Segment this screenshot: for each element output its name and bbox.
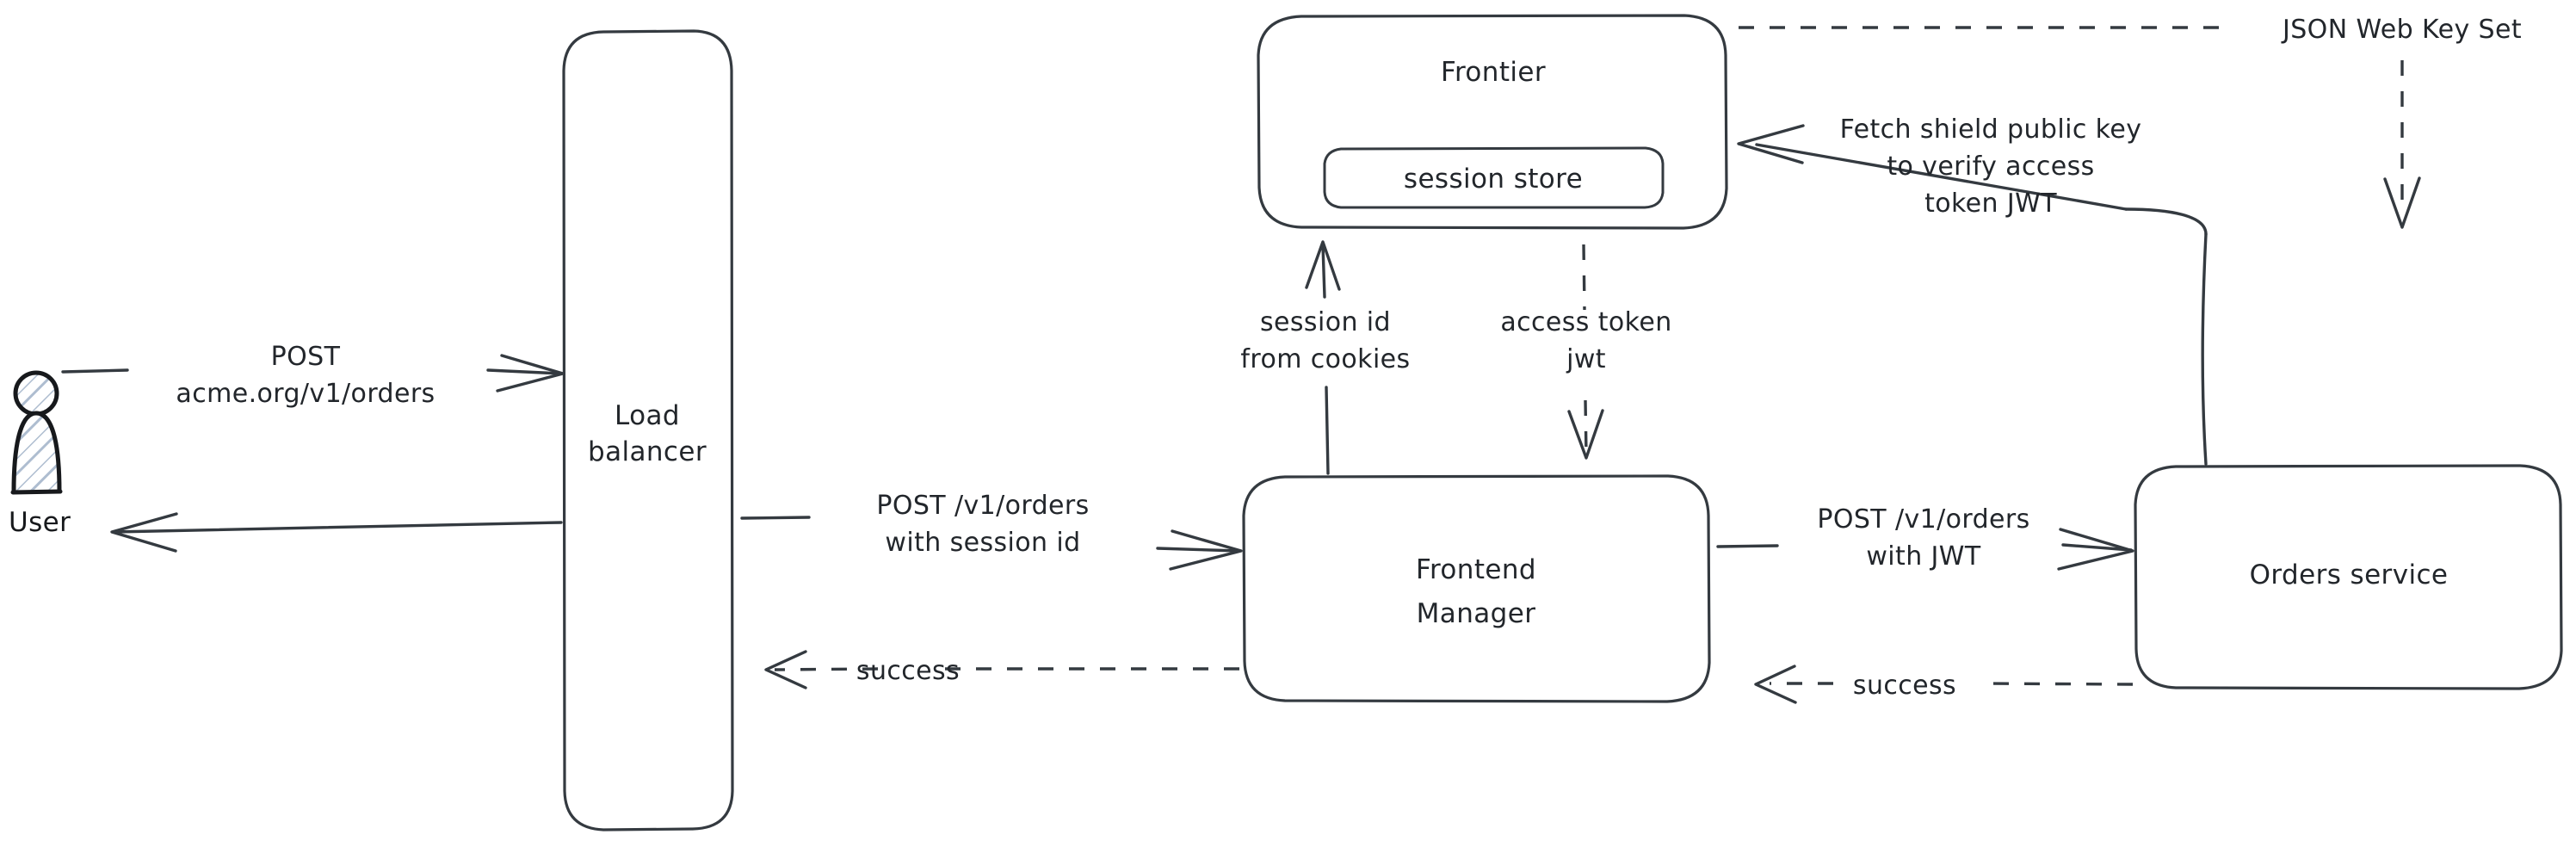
fm-to-lb-label: success xyxy=(856,656,960,686)
edge-user-to-load-balancer: POST acme.org/v1/orders xyxy=(61,342,565,409)
node-session-store[interactable]: session store xyxy=(1323,146,1665,209)
orders-to-fm-label: success xyxy=(1853,671,1956,701)
lb-to-fm-label-line2: with session id xyxy=(885,528,1080,558)
load-balancer-label-line1: Load xyxy=(615,400,680,431)
frontier-to-fm-line-top xyxy=(1582,244,1586,311)
orders-service-label: Orders service xyxy=(2250,560,2449,590)
user-to-lb-label-line2: acme.org/v1/orders xyxy=(176,379,435,409)
user-to-lb-line-stub xyxy=(61,368,129,374)
frontier-to-fm-arrowhead-icon xyxy=(1567,409,1604,460)
fm-to-frontier-line-bottom xyxy=(1325,386,1330,475)
user-to-lb-line-tail xyxy=(486,368,563,375)
orders-to-frontier-arrowhead-icon xyxy=(1737,124,1805,164)
orders-to-frontier-label-line1: Fetch shield public key xyxy=(1840,114,2142,145)
user-to-lb-arrowhead-icon xyxy=(496,354,565,393)
frontier-to-fm-label-line2: jwt xyxy=(1566,344,1606,374)
edge-orders-service-to-frontier: Fetch shield public key to verify access… xyxy=(1737,114,2208,466)
frontier-label: Frontier xyxy=(1441,57,1546,88)
edge-frontend-manager-to-frontier: session id from cookies xyxy=(1240,240,1410,475)
frontend-manager-label-line2: Manager xyxy=(1417,598,1536,629)
frontier-to-orders-arrowhead-icon xyxy=(2383,176,2421,229)
actor-user[interactable]: User xyxy=(9,370,71,538)
orders-to-fm-line-right xyxy=(1979,682,2134,686)
session-store-label: session store xyxy=(1404,164,1583,195)
frontend-manager-label-line1: Frontend xyxy=(1416,554,1536,585)
frontier-to-orders-label: JSON Web Key Set xyxy=(2281,15,2522,45)
session-store-shape xyxy=(1323,146,1665,209)
edge-frontend-manager-to-orders-service: POST /v1/orders with JWT xyxy=(1716,504,2134,572)
node-frontier[interactable]: Frontier session store xyxy=(1257,14,1728,230)
fm-to-orders-arrowhead-icon xyxy=(2057,528,2134,571)
user-to-lb-label-line1: POST xyxy=(271,342,341,372)
edge-load-balancer-to-user xyxy=(110,512,563,553)
edge-frontend-manager-to-load-balancer: success xyxy=(764,650,1239,689)
actor-user-label: User xyxy=(9,507,71,538)
orders-to-frontier-line-horizontal xyxy=(1755,143,2128,211)
orders-to-frontier-line-vertical xyxy=(2201,232,2208,466)
fm-to-orders-label-line2: with JWT xyxy=(1866,541,1980,572)
fm-to-orders-line-stub xyxy=(1716,544,1779,548)
lb-to-user-line xyxy=(112,521,563,534)
lb-to-fm-arrowhead-icon xyxy=(1169,529,1243,571)
orders-to-frontier-label-line2: to verify access xyxy=(1887,151,2094,182)
load-balancer-label-line2: balancer xyxy=(588,436,707,467)
lb-to-fm-label-line1: POST /v1/orders xyxy=(876,491,1089,521)
edge-orders-service-to-frontend-manager: success xyxy=(1754,665,2134,704)
edge-frontier-to-orders-service: JSON Web Key Set xyxy=(1739,15,2522,229)
fm-to-orders-line-tail xyxy=(2061,543,2133,552)
edge-frontier-to-frontend-manager: access token jwt xyxy=(1500,244,1671,460)
node-frontend-manager[interactable]: Frontend Manager xyxy=(1242,474,1711,703)
frontier-to-fm-label-line1: access token xyxy=(1500,307,1671,337)
orders-to-frontier-label-line3: token JWT xyxy=(1924,189,2057,219)
frontier-to-fm-line-bottom xyxy=(1584,399,1588,455)
orders-to-fm-arrowhead-icon xyxy=(1754,665,1797,704)
user-head-icon xyxy=(15,373,57,414)
node-orders-service[interactable]: Orders service xyxy=(2134,464,2563,690)
fm-to-frontier-arrowhead-icon xyxy=(1305,240,1341,291)
fm-to-frontier-label-line1: session id xyxy=(1260,307,1391,337)
load-balancer-shape xyxy=(562,29,734,832)
fm-to-frontier-label-line2: from cookies xyxy=(1240,344,1410,374)
user-body-outline xyxy=(11,411,62,494)
orders-to-frontier-line-curve xyxy=(2124,207,2208,236)
node-load-balancer[interactable]: Load balancer xyxy=(562,29,734,832)
lb-to-user-arrowhead-icon xyxy=(110,512,178,553)
fm-to-orders-label-line1: POST /v1/orders xyxy=(1817,504,2029,535)
lb-to-fm-line-stub xyxy=(740,516,811,520)
edge-load-balancer-to-frontend-manager: POST /v1/orders with session id xyxy=(740,491,1243,571)
orders-service-shape xyxy=(2134,464,2563,690)
fm-to-lb-arrowhead-icon xyxy=(764,650,807,689)
fm-to-frontier-line-top xyxy=(1321,244,1326,299)
user-body-icon xyxy=(14,413,59,492)
frontend-manager-shape xyxy=(1242,474,1711,703)
lb-to-fm-line-tail xyxy=(1156,547,1241,553)
